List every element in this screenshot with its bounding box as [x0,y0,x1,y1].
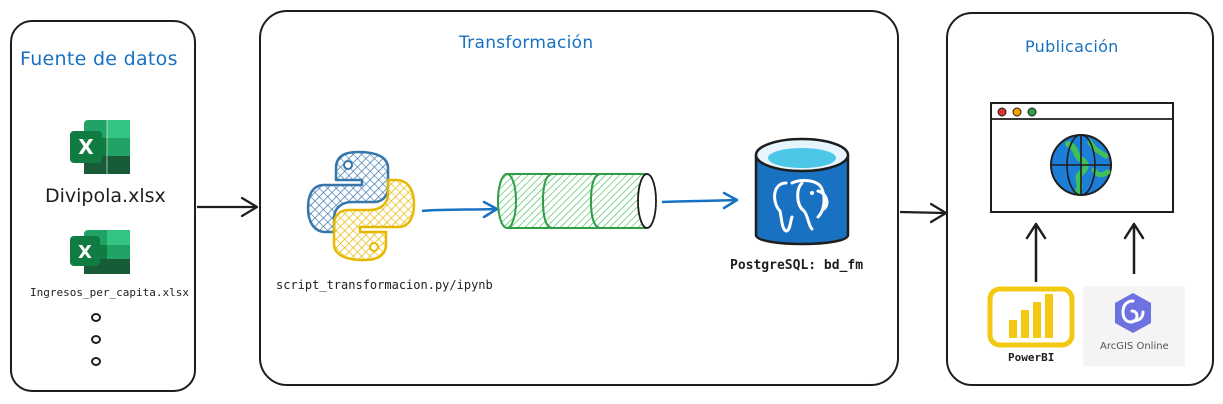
postgresql-icon [754,137,850,246]
db-label: PostgreSQL: bd_fm [730,258,864,273]
arrow-transform-to-publish [899,202,948,224]
excel-icon: X [70,230,130,274]
powerbi-label: PowerBI [1008,351,1055,364]
powerbi-icon [987,286,1075,348]
svg-text:X: X [78,242,92,263]
pipeline-icon [497,173,657,229]
source-panel [10,20,196,392]
source-title: Fuente de datos [20,48,178,70]
python-icon [306,150,416,262]
arcgis-label: ArcGIS Online [1100,341,1169,352]
file-label-divipola: Divipola.xlsx [45,185,166,207]
ellipsis-dot [91,335,101,344]
ellipsis-dot [91,313,101,322]
script-label: script_transformacion.py/ipynb [276,278,493,292]
svg-text:X: X [78,135,94,159]
publish-title: Publicación [1025,37,1119,56]
arrow-source-to-transform [197,196,259,218]
arrow-python-to-pipeline [421,200,499,219]
arcgis-icon [1115,293,1151,333]
excel-icon: X [70,120,130,174]
ellipsis-dot [91,357,101,366]
arrow-powerbi-to-web [1025,222,1047,282]
arrow-pipeline-to-db [661,191,739,210]
transform-title: Transformación [459,33,594,53]
file-label-ingresos: Ingresos_per_capita.xlsx [30,286,189,299]
globe-icon [1050,134,1112,196]
arrow-arcgis-to-web [1123,222,1145,274]
